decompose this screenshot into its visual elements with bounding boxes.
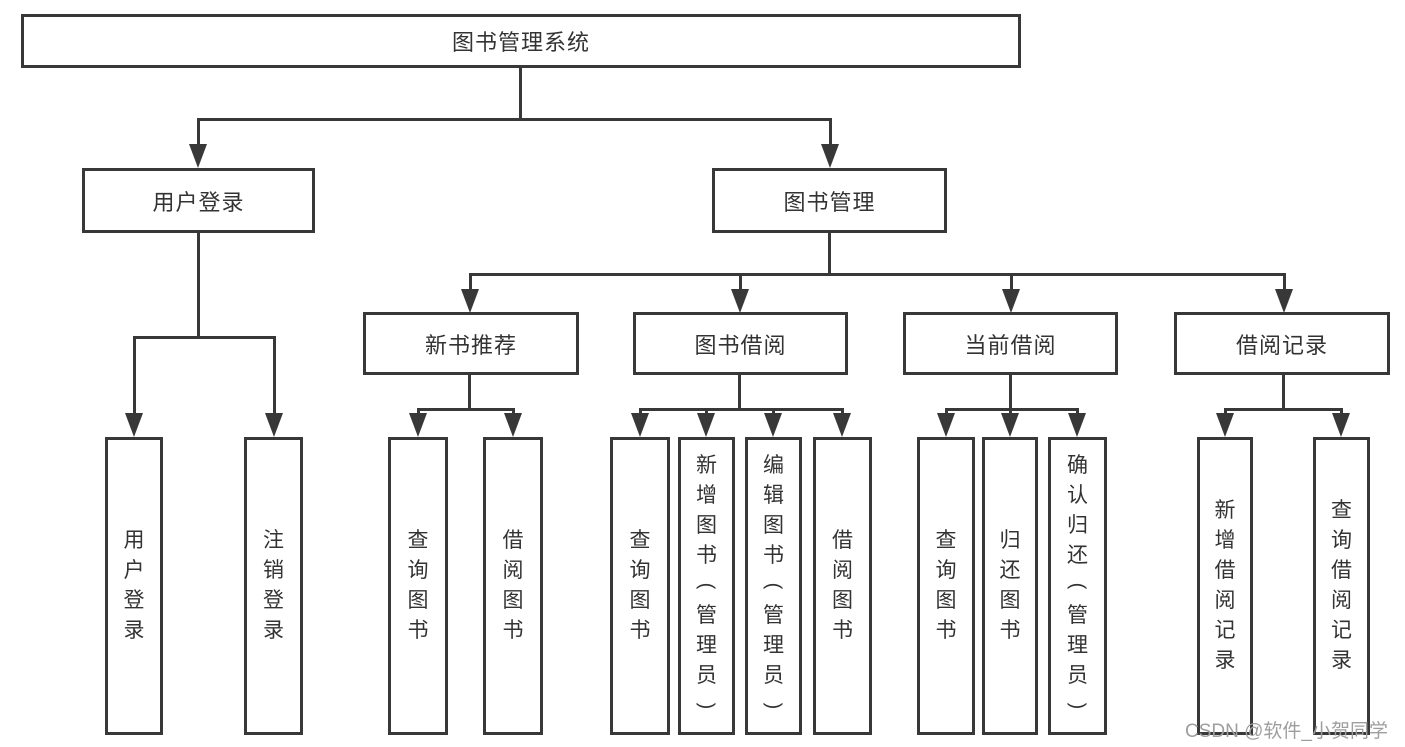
node-book-borrowing: 图书借阅 [633, 312, 848, 375]
connector-line [134, 336, 275, 339]
leaf-borrow-books-borrowing: 借阅图书 [813, 437, 872, 735]
node-book-management-label: 图书管理 [783, 189, 876, 215]
arrow-down-icon [125, 413, 143, 437]
node-book-borrowing-label: 图书借阅 [694, 332, 787, 358]
leaf-add-borrow-record: 新增借阅记录 [1197, 437, 1253, 735]
leaf-add-book-admin: 新增图书(管理员) [678, 437, 735, 735]
node-root-system: 图书管理系统 [21, 14, 1021, 68]
node-book-management: 图书管理 [712, 168, 947, 233]
leaf-confirm-return-admin: 确认归还(管理员) [1048, 437, 1107, 735]
connector-line [946, 408, 1078, 411]
connector-line [469, 273, 472, 293]
arrow-down-icon [1332, 413, 1350, 437]
connector-line [1225, 408, 1343, 411]
arrow-down-icon [409, 413, 427, 437]
connector-line [468, 375, 471, 408]
arrow-down-icon [937, 413, 955, 437]
leaf-query-books-recommend: 查询图书 [388, 437, 448, 735]
leaf-borrow-books-recommend: 借阅图书 [483, 437, 543, 735]
arrow-down-icon [504, 413, 522, 437]
connector-line [197, 118, 200, 148]
arrow-down-icon [1275, 289, 1293, 313]
node-user-login: 用户登录 [82, 168, 315, 233]
leaf-user-login: 用户登录 [105, 437, 163, 735]
connector-line [738, 375, 741, 408]
leaf-query-books-borrowing: 查询图书 [610, 437, 670, 735]
arrow-down-icon [1216, 413, 1234, 437]
node-user-login-label: 用户登录 [152, 189, 245, 215]
node-root-label: 图书管理系统 [451, 30, 590, 55]
node-borrowing-records: 借阅记录 [1174, 312, 1390, 375]
arrow-down-icon [265, 413, 283, 437]
connector-line [828, 233, 831, 273]
node-current-borrowing: 当前借阅 [903, 312, 1118, 375]
connector-line [519, 68, 522, 118]
connector-line [829, 118, 832, 148]
leaf-edit-book-admin: 编辑图书(管理员) [745, 437, 802, 735]
node-borrowing-records-label: 借阅记录 [1235, 332, 1328, 358]
connector-line [418, 408, 515, 411]
arrow-down-icon [1002, 289, 1020, 313]
connector-line [273, 336, 276, 416]
arrow-down-icon [731, 289, 749, 313]
arrow-down-icon [461, 289, 479, 313]
connector-line [470, 273, 1285, 276]
arrow-down-icon [821, 144, 839, 168]
arrow-down-icon [1001, 413, 1019, 437]
arrow-down-icon [189, 144, 207, 168]
connector-line [1009, 375, 1012, 408]
connector-line [739, 273, 742, 293]
leaf-query-borrow-record: 查询借阅记录 [1313, 437, 1370, 735]
leaf-query-books-current: 查询图书 [917, 437, 975, 735]
connector-line [1282, 375, 1285, 408]
connector-line [197, 233, 200, 336]
node-current-borrowing-label: 当前借阅 [964, 332, 1057, 358]
connector-line [640, 408, 843, 411]
leaf-return-book: 归还图书 [982, 437, 1038, 735]
connector-line [1010, 273, 1013, 293]
connector-line [1283, 273, 1286, 293]
arrow-down-icon [833, 413, 851, 437]
connector-line [198, 118, 831, 121]
arrow-down-icon [1068, 413, 1086, 437]
csdn-watermark: CSDN @软件_小贺同学 [1185, 721, 1388, 742]
arrow-down-icon [631, 413, 649, 437]
leaf-logout: 注销登录 [244, 437, 303, 735]
node-new-book-recommend: 新书推荐 [363, 312, 579, 375]
arrow-down-icon [764, 413, 782, 437]
connector-line [133, 336, 136, 416]
node-new-book-recommend-label: 新书推荐 [424, 332, 517, 358]
arrow-down-icon [697, 413, 715, 437]
